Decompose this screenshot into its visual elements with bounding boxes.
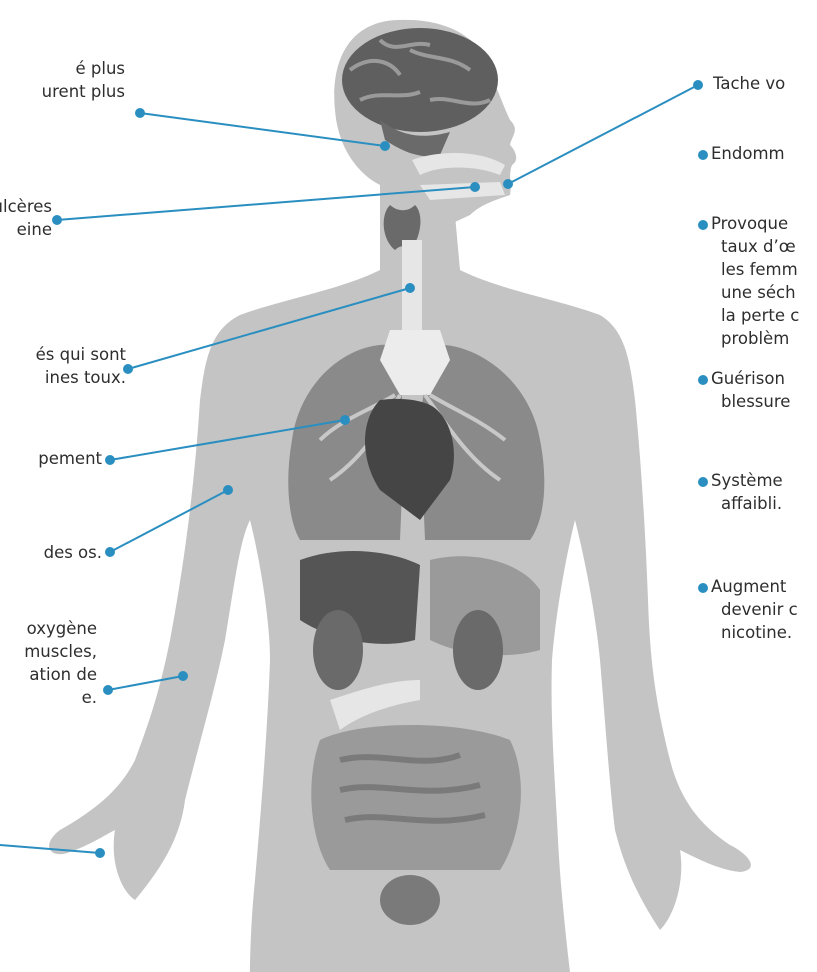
- label-healing: Guérison blessure: [711, 367, 790, 413]
- label-line: les femm: [711, 258, 799, 281]
- label-line: la perte c: [711, 304, 799, 327]
- label-mouth: es ulcères eine: [0, 195, 52, 241]
- label-line: devenir c: [711, 598, 798, 621]
- label-immune: Système affaibli.: [711, 469, 783, 515]
- label-line: urent plus: [42, 80, 125, 103]
- label-line: e.: [24, 686, 97, 709]
- label-throat: és qui sont ines toux.: [36, 343, 126, 389]
- label-line: problèm: [711, 327, 799, 350]
- label-line: taux d’œ: [711, 235, 799, 258]
- label-line: nicotine.: [711, 621, 798, 644]
- label-line: Augment: [711, 575, 798, 598]
- label-line: Endomm: [711, 142, 785, 165]
- label-line: des os.: [44, 541, 102, 564]
- label-line: es ulcères: [0, 195, 52, 218]
- label-line: Guérison: [711, 367, 790, 390]
- label-line: ines toux.: [36, 366, 126, 389]
- label-brain: é plus urent plus: [42, 57, 125, 103]
- label-teeth: Endomm: [711, 142, 785, 165]
- label-line: Système: [711, 469, 783, 492]
- label-line: eine: [0, 218, 52, 241]
- label-line: muscles,: [24, 640, 97, 663]
- label-line: é plus: [42, 57, 125, 80]
- label-line: blessure: [711, 390, 790, 413]
- label-bones: des os.: [44, 541, 102, 564]
- label-fertility: Provoque taux d’œ les femm une séch la p…: [711, 212, 799, 350]
- label-lungs: pement: [38, 447, 102, 470]
- label-line: ation de: [24, 663, 97, 686]
- label-muscles: oxygène muscles, ation de e.: [24, 617, 97, 709]
- label-line: une séch: [711, 281, 799, 304]
- label-addiction: Augment devenir c nicotine.: [711, 575, 798, 644]
- label-line: Tache vo: [713, 72, 785, 95]
- label-voice: Tache vo: [713, 72, 785, 95]
- label-line: pement: [38, 447, 102, 470]
- label-line: és qui sont: [36, 343, 126, 366]
- label-line: oxygène: [24, 617, 97, 640]
- label-line: affaibli.: [711, 492, 783, 515]
- label-line: Provoque: [711, 212, 799, 235]
